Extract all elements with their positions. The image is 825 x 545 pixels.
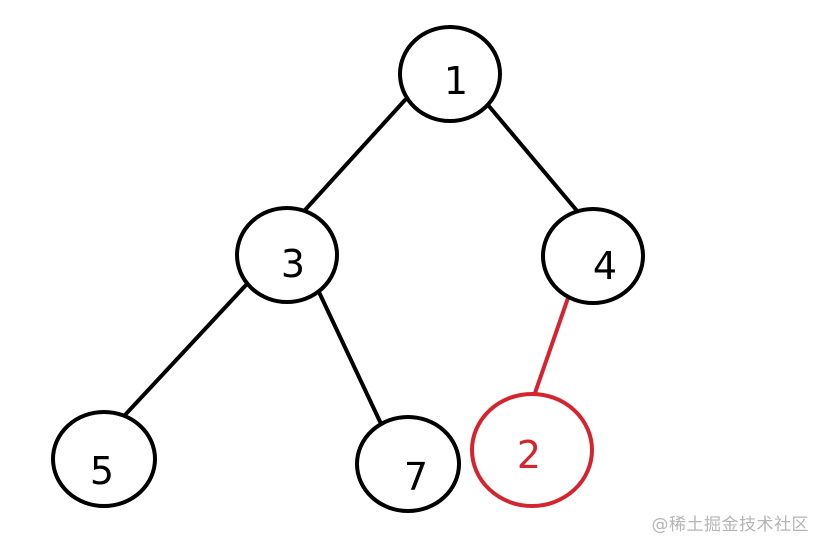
edge-4-2 (533, 296, 570, 395)
node-2-label: 2 (517, 433, 541, 477)
edge-3-5 (123, 283, 248, 417)
edge-3-7 (316, 288, 385, 430)
edge-1-4 (486, 103, 580, 214)
tree-node-5: 5 (51, 410, 157, 508)
node-7-circle (355, 415, 461, 513)
node-1-circle (398, 25, 502, 123)
watermark-text: @稀土掘金技术社区 (651, 515, 809, 535)
tree-node-1: 1 (398, 25, 502, 123)
node-5-circle (51, 410, 157, 508)
node-4-label: 4 (593, 244, 617, 288)
tree-edges (123, 98, 580, 430)
node-2-circle (470, 392, 594, 508)
tree-node-2: 2 (470, 392, 594, 508)
tree-node-3: 3 (235, 206, 339, 304)
tree-node-4: 4 (541, 207, 645, 305)
edge-1-3 (303, 98, 407, 212)
node-3-circle (235, 206, 339, 304)
node-7-label: 7 (404, 455, 428, 499)
tree-node-7: 7 (355, 415, 461, 513)
node-1-label: 1 (444, 59, 468, 103)
node-4-circle (541, 207, 645, 305)
node-5-label: 5 (90, 449, 114, 493)
node-3-label: 3 (281, 242, 305, 286)
